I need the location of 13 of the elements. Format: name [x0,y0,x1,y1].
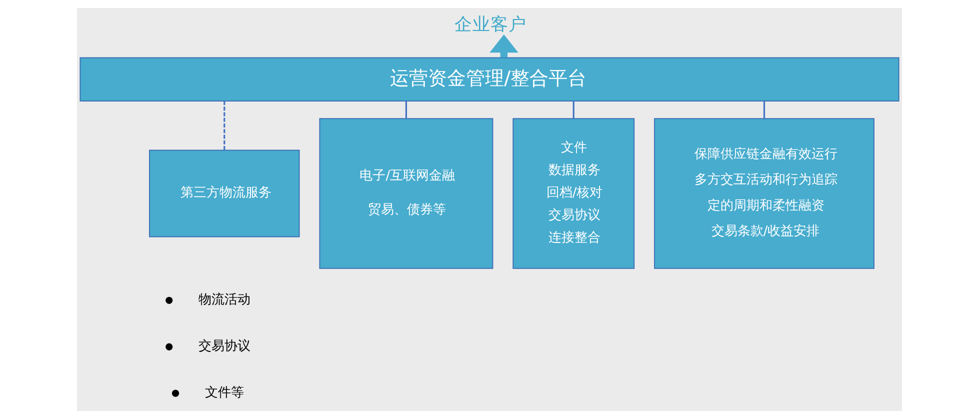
connector [223,101,225,150]
label: 文件等 [204,385,244,400]
connector [762,101,765,118]
node-box: 保障供应链金融有效运行 多方交互活动和行为追踪 定的周期和柔性融资 交易条款/收益安排 [654,118,874,269]
node-text: 企业客户 [454,15,526,36]
label: 交易协议 [198,338,250,354]
node-box: 第三方物流服务 [148,150,300,238]
connector [572,101,574,118]
label: 物流活动 [198,292,250,308]
node-box: 文件 数据服务 回档/核对 交易协议 连接整合 [512,118,634,269]
node-box: 运营资金管理/整合平台 [79,57,899,102]
node-box: 电子/互联网金融 贸易、债券等 [318,118,493,269]
connector [404,101,406,118]
